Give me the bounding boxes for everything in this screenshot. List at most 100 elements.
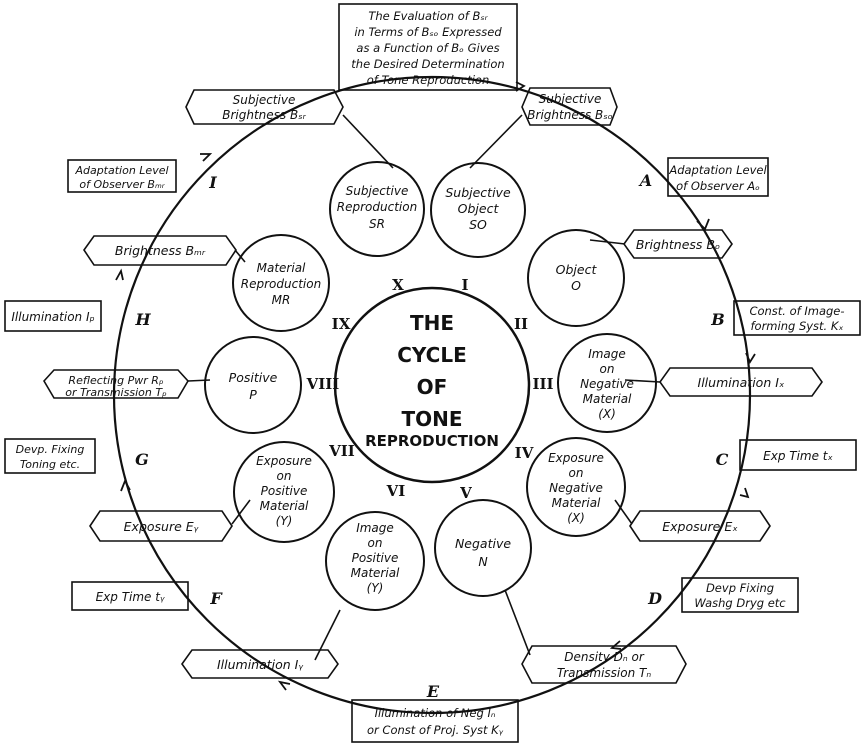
tag-line: Illumination Iₓ: [698, 375, 785, 390]
side-box: [71, 581, 189, 611]
tag-illumination-ix: Illumination Iₓ: [659, 367, 823, 397]
node-line: Material: [260, 499, 309, 513]
center-circle: [333, 286, 531, 484]
arrow-mark-icon: [696, 218, 710, 231]
side-box-line: Const. of Image-: [749, 304, 844, 318]
node-line: N: [478, 554, 488, 569]
roman-numeral: V: [459, 484, 472, 502]
box-exp-time-ty: Exp Time tᵧ: [71, 581, 189, 611]
side-box-line: Devp Fixing: [706, 581, 774, 595]
tag-line: or Transmission Tₚ: [65, 386, 167, 399]
arrow-mark-icon: [745, 352, 756, 364]
node-line: on: [277, 469, 292, 483]
side-box: [667, 157, 769, 197]
roman-numeral: IV: [515, 444, 534, 462]
roman-numeral: VI: [386, 482, 406, 500]
node-circle: [325, 511, 425, 611]
box-adaptation-level-right: Adaptation Level of Observer Aₒ: [667, 157, 769, 197]
node-circle: [527, 229, 625, 327]
center-line: OF: [417, 375, 448, 399]
box-exp-time-tx: Exp Time tₓ: [739, 439, 857, 471]
node-material-reproduction: Material Reproduction MR: [232, 234, 330, 332]
center-line: REPRODUCTION: [365, 432, 499, 450]
tag-line: Brightness Bₛᵣ: [222, 108, 306, 122]
node-line: Exposure: [256, 454, 312, 468]
node-circle: [232, 234, 330, 332]
node-line: (X): [598, 407, 616, 421]
node-negative: Negative N: [434, 499, 532, 597]
side-box: [681, 577, 799, 613]
roman-numerals: I II III IV V VI VII VIII IX X: [306, 276, 554, 502]
tag-brightness-bmr: Brightness Bₘᵣ: [83, 235, 237, 266]
arrow-mark-icon: [120, 478, 131, 492]
arrow-mark-icon: [277, 680, 291, 691]
tag-exposure-ey: Exposure Eᵧ: [89, 510, 233, 542]
tag-line: Density Dₙ or: [564, 650, 645, 664]
hexagon-tag: [521, 87, 618, 126]
tag-line: Exposure Eₓ: [662, 519, 738, 534]
roman-numeral: VII: [328, 442, 355, 460]
hexagon-tag: [43, 369, 189, 399]
node-line: Subjective: [346, 184, 409, 198]
hexagon-tag: [623, 229, 733, 259]
node-circles: Subjective Object SO Object O Image on N…: [204, 161, 657, 611]
bottom-box-line: or Const of Proj. Syst Kᵧ: [367, 723, 504, 737]
step-letter: C: [716, 450, 729, 469]
node-line: Image: [356, 521, 394, 535]
connector-image-neg-line: [624, 379, 661, 383]
tag-line: Brightness Bₒ: [636, 237, 720, 252]
side-box: [67, 159, 177, 193]
tag-illumination-iy: Illumination Iᵧ: [181, 649, 339, 679]
node-line: Material: [351, 566, 400, 580]
node-line: O: [571, 278, 581, 293]
box-devp-fixing-toning: Devp. Fixing Toning etc.: [4, 438, 96, 474]
node-line: Subjective: [445, 185, 511, 200]
node-line: Positive: [229, 370, 278, 385]
bottom-box-line: Illumination of Neg Iₙ: [375, 706, 496, 720]
arrow-mark-icon: [200, 153, 213, 162]
step-letter: D: [647, 589, 662, 608]
step-letter: B: [710, 310, 725, 329]
node-line: Object: [458, 201, 500, 216]
tag-line: Brightness Bₘᵣ: [115, 243, 206, 258]
node-line: Material: [583, 392, 632, 406]
tag-subjective-brightness-sr: Subjective Brightness Bₛᵣ: [185, 89, 344, 125]
hexagon-tag: [185, 89, 344, 125]
node-image-on-positive: Image on Positive Material (Y): [325, 511, 425, 611]
roman-numeral: II: [514, 315, 528, 333]
roman-numeral: VIII: [306, 375, 340, 393]
side-box-line: Washg Dryg etc: [694, 596, 786, 610]
node-line: Material: [552, 496, 601, 510]
node-line: Reproduction: [337, 200, 417, 214]
side-box-line: Devp. Fixing: [16, 443, 85, 456]
node-line: on: [368, 536, 383, 550]
node-line: (X): [567, 511, 585, 525]
node-line: SR: [369, 217, 385, 231]
node-line: on: [600, 362, 615, 376]
tag-brightness-bo: Brightness Bₒ: [623, 229, 733, 259]
node-line: Reproduction: [241, 277, 321, 291]
top-box-line: as a Function of Bₒ Gives: [356, 41, 499, 55]
connector-lines: [187, 114, 661, 661]
tag-line: Transmission Tₙ: [557, 666, 651, 680]
side-box-line: Adaptation Level: [668, 163, 767, 177]
tag-line: Subjective: [233, 93, 296, 107]
node-positive: Positive P: [204, 336, 302, 434]
roman-numeral: X: [392, 276, 404, 294]
connector-sr-line: [342, 114, 394, 169]
node-circle: [204, 336, 302, 434]
roman-numeral: IX: [332, 315, 351, 333]
center-line: THE: [410, 311, 454, 335]
node-subjective-reproduction: Subjective Reproduction SR: [329, 161, 425, 257]
hexagon-tag: [89, 510, 233, 542]
cycle-arrow-marks: [115, 81, 756, 691]
arrow-mark-icon: [115, 268, 124, 281]
node-image-on-negative: Image on Negative Material (X): [557, 333, 657, 433]
arrow-mark-icon: [739, 487, 750, 499]
side-box: [739, 439, 857, 471]
side-box-line: Adaptation Level: [74, 164, 168, 177]
roman-numeral: III: [532, 375, 553, 393]
center-title: THE CYCLE OF TONE REPRODUCTION: [365, 311, 499, 450]
connector-exposure-neg-line: [614, 499, 633, 525]
